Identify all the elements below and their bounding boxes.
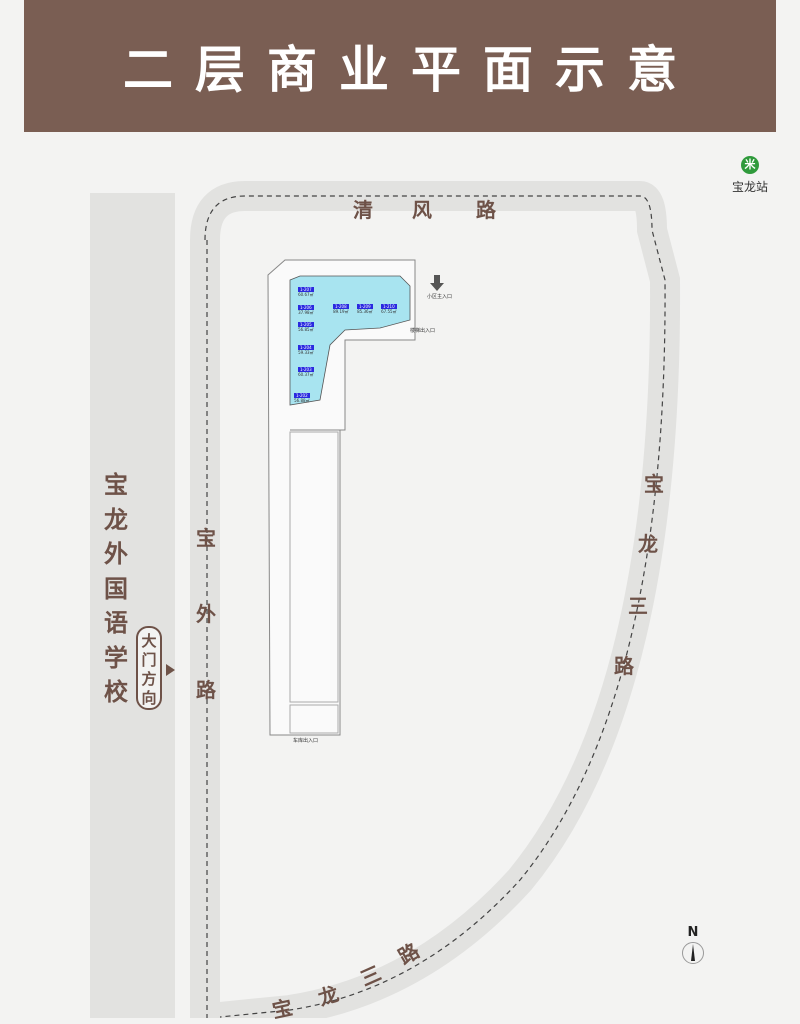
stair-entrance-label: 楼梯出入口 xyxy=(410,328,436,334)
road-east-char: 路 xyxy=(614,654,634,678)
gate-arrow-icon xyxy=(166,664,175,676)
garage-entrance-label: 车库出入口 xyxy=(293,738,319,744)
page-title: 二层商业平面示意 xyxy=(123,41,699,99)
road-west-char: 外 xyxy=(196,602,216,626)
compass-arrow-icon xyxy=(682,942,704,964)
community-entrance-label: 小区主入口 xyxy=(427,294,453,300)
road-centerline xyxy=(204,195,666,1018)
school-road-band xyxy=(90,193,175,1018)
road-north-char: 清 xyxy=(353,198,373,222)
commercial-units-area xyxy=(289,275,411,406)
compass-label: N xyxy=(687,925,699,940)
road-east-char: 宝 xyxy=(644,472,664,496)
gate-direction-label: 大门方向 xyxy=(136,626,162,710)
school-label: 宝龙外国语学校 xyxy=(104,471,128,706)
road-west-char: 路 xyxy=(196,678,216,702)
title-banner: 二层商业平面示意 xyxy=(24,0,776,132)
road-east-char: 龙 xyxy=(638,532,658,556)
entrance-arrow-icon xyxy=(430,275,444,291)
metro-station: 米 宝龙站 xyxy=(732,156,768,195)
road-east-char: 三 xyxy=(628,594,648,618)
building-outline xyxy=(267,259,444,736)
metro-label: 宝龙站 xyxy=(732,180,769,194)
road-north-char: 路 xyxy=(476,198,496,222)
road-west-char: 宝 xyxy=(196,526,216,550)
north-compass: N xyxy=(682,925,704,964)
metro-icon: 米 xyxy=(741,156,759,174)
road-north-char: 风 xyxy=(412,198,432,222)
